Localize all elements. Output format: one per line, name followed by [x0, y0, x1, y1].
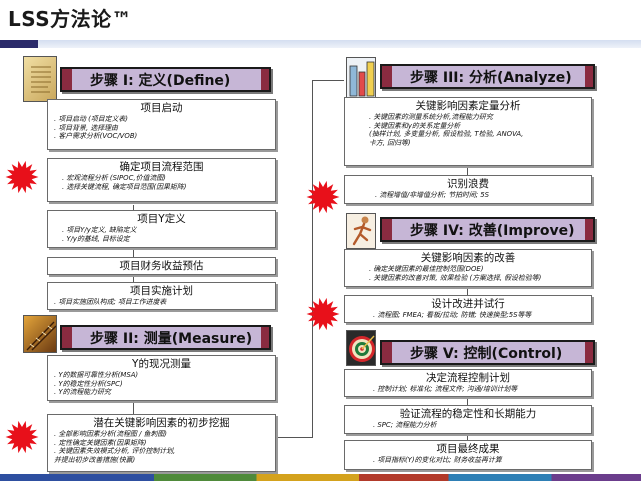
- connector-line: [133, 205, 134, 210]
- connector-line: [467, 434, 468, 440]
- box-line: . 关键因素的测量系统分析,流程能力研究: [369, 113, 493, 121]
- box-title: 项目Y定义: [137, 213, 186, 225]
- box-line: . 定性确定关键因素(因果矩阵): [54, 438, 147, 447]
- box-stability-verification: 验证流程的稳定性和长期能力 . SPC; 流程能力分析: [344, 405, 592, 434]
- step-header-control: 步骤 V: 控制(Control): [380, 340, 595, 365]
- box-title: Y的现况测量: [132, 358, 191, 370]
- box-title: 设计改进并试行: [431, 298, 505, 310]
- box-design-pilot: 设计改进并试行 . 流程图; FMEA; 看板/拉动; 防错; 快速换型;5S等…: [344, 295, 592, 323]
- box-potential-key-factors: 潜在关键影响因素的初步挖掘 . 全部影响因素分析(流程图 / 鱼刺图) . 定性…: [47, 414, 276, 472]
- step-header-improve: 步骤 IV: 改善(Improve): [380, 217, 595, 242]
- box-current-y-measurement: Y的现况测量 . Y的数据可靠性分析(MSA) . Y的稳定性分析(SPC) .…: [47, 355, 276, 401]
- flask-icon: [346, 57, 376, 99]
- box-title: 关键影响因素的改善: [420, 252, 516, 264]
- box-line: 并提出初步改善措施(快赢): [54, 455, 136, 464]
- box-line: . Y的流程能力研究: [54, 388, 111, 397]
- box-line: . 项目背景, 选择理由: [54, 123, 118, 132]
- box-quantitative-analysis: 关键影响因素定量分析 . 关键因素的测量系统分析,流程能力研究 . 关键因素和y…: [344, 97, 592, 166]
- starburst-icon: [5, 160, 39, 194]
- step-header-label: 步骤 IV: 改善(Improve): [410, 222, 575, 239]
- box-line: . SPC; 流程能力分析: [373, 421, 437, 429]
- box-title: 验证流程的稳定性和长期能力: [399, 408, 537, 420]
- box-line: . 关键因素的改善对策, 效果检验 (方案选择, 假设检验等): [369, 273, 542, 282]
- box-title: 项目实施计划: [130, 285, 193, 297]
- bottom-color-bar: [0, 474, 641, 481]
- starburst-icon: [5, 420, 39, 454]
- box-line: . 关键因素和y的关系定量分析: [369, 121, 461, 130]
- box-line: . 宏观流程分析 (SIPOC,价值流图): [62, 174, 166, 182]
- connector-line: [312, 80, 313, 438]
- connector-line: [133, 249, 134, 257]
- box-line: . 客户需求分析(VOC/VOB): [54, 132, 138, 141]
- box-identify-waste: 识别浪费 . 流程增值/非增值分析; 节拍时间; 5S: [344, 175, 592, 204]
- connector-line: [312, 80, 344, 81]
- box-final-results: 项目最终成果 . 项目指标(Y)的变化对比; 财务收益再计算: [344, 440, 592, 470]
- box-line: . 全部影响因素分析(流程图 / 鱼刺图): [54, 430, 167, 438]
- box-line: . 流程图; FMEA; 看板/拉动; 防错; 快速换型;5S等等: [373, 311, 532, 319]
- box-line: . 项目实施团队构成; 项目工作进度表: [54, 298, 167, 306]
- box-financial-estimate: 项目财务收益预估: [47, 257, 276, 275]
- starburst-icon: [306, 297, 340, 331]
- box-line: (抽样计划, 多变量分析, 假设检验, T检验, ANOVA,: [369, 130, 524, 139]
- title-underline-bar: [0, 36, 641, 48]
- step-header-label: 步骤 II: 测量(Measure): [90, 330, 253, 347]
- box-line: . 确定关键因素的最佳控制范围(DOE): [369, 265, 484, 273]
- box-project-y: 项目Y定义 . 项目Y/y定义, 缺陷定义 . Y/y的基线, 目标设定: [47, 210, 276, 248]
- box-line: . Y的数据可靠性分析(MSA): [54, 371, 139, 379]
- box-line: . 流程增值/非增值分析; 节拍时间; 5S: [375, 191, 490, 199]
- box-title: 项目财务收益预估: [119, 260, 204, 272]
- box-control-plan: 决定流程控制计划 . 控制计划; 标准化; 流程文件; 沟通/培训计划等: [344, 369, 592, 397]
- box-line: . Y/y的基线, 目标设定: [62, 234, 130, 243]
- ruler-icon: [23, 315, 57, 353]
- box-title: 决定流程控制计划: [426, 372, 510, 384]
- box-line: . 选择关键流程, 确定项目范围(因果矩阵): [62, 182, 187, 191]
- box-key-factor-improvement: 关键影响因素的改善 . 确定关键因素的最佳控制范围(DOE) . 关键因素的改善…: [344, 249, 592, 287]
- box-line: . 项目指标(Y)的变化对比; 财务收益再计算: [373, 456, 502, 464]
- scroll-icon: [23, 56, 57, 102]
- step-header-define: 步骤 I: 定义(Define): [60, 67, 271, 92]
- connector-line: [275, 437, 312, 438]
- connector-line: [133, 275, 134, 282]
- connector-line: [467, 166, 468, 175]
- connector-line: [467, 397, 468, 405]
- page-title: LSS方法论™: [8, 7, 133, 31]
- box-line: . 项目Y/y定义, 缺陷定义: [62, 226, 137, 234]
- step-header-label: 步骤 III: 分析(Analyze): [410, 69, 572, 86]
- box-line: . 控制计划; 标准化; 流程文件; 沟通/培训计划等: [373, 385, 518, 393]
- box-line: . 项目启动 (项目定义表): [54, 115, 128, 123]
- box-title: 项目启动: [140, 102, 183, 114]
- runner-icon: [346, 213, 376, 249]
- box-implementation-plan: 项目实施计划 . 项目实施团队构成; 项目工作进度表: [47, 282, 276, 310]
- box-title: 潜在关键影响因素的初步挖掘: [93, 417, 230, 429]
- step-header-label: 步骤 I: 定义(Define): [90, 72, 231, 89]
- box-title: 关键影响因素定量分析: [415, 100, 521, 112]
- box-title: 确定项目流程范围: [119, 161, 204, 173]
- starburst-icon: [306, 180, 340, 214]
- step-header-analyze: 步骤 III: 分析(Analyze): [380, 64, 595, 89]
- box-title: 项目最终成果: [436, 443, 500, 455]
- box-line: . Y的稳定性分析(SPC): [54, 379, 123, 388]
- connector-line: [133, 401, 134, 414]
- box-title: 识别浪费: [447, 178, 489, 190]
- box-process-scope: 确定项目流程范围 . 宏观流程分析 (SIPOC,价值流图) . 选择关键流程,…: [47, 158, 276, 202]
- step-header-label: 步骤 V: 控制(Control): [410, 345, 563, 362]
- box-line: 卡方, 回归等): [369, 138, 411, 147]
- box-line: . 关键因素失效模式分析, 评价控制计划,: [54, 447, 176, 456]
- dartboard-icon: [346, 330, 376, 366]
- box-project-kickoff: 项目启动 . 项目启动 (项目定义表) . 项目背景, 选择理由 . 客户需求分…: [47, 99, 276, 150]
- step-header-measure: 步骤 II: 测量(Measure): [60, 325, 271, 350]
